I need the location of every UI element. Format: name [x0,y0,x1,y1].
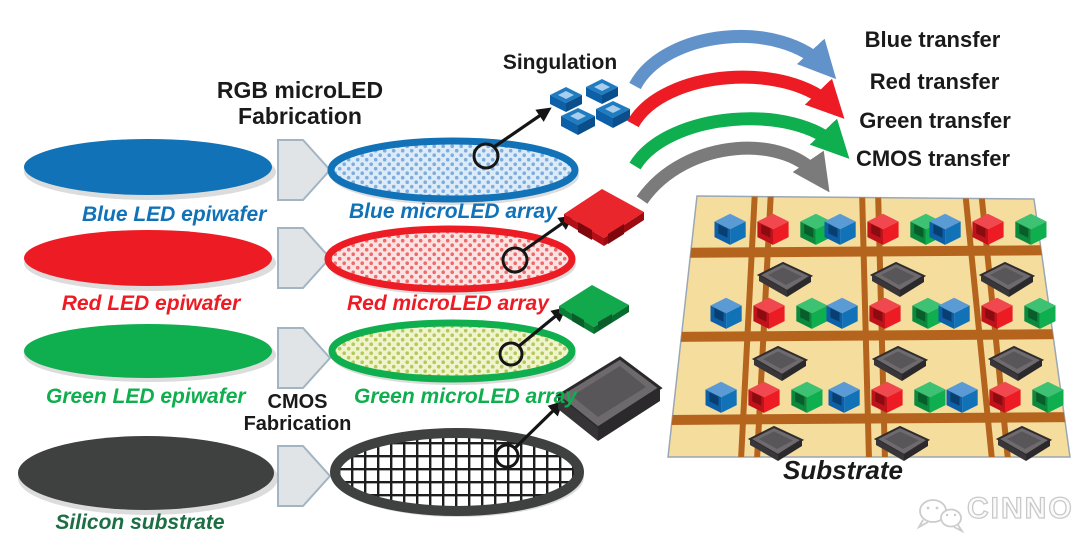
blue-epiwafer [24,139,276,200]
cinno-watermark: CINNO [905,491,1074,526]
green-epiwafer [24,324,276,382]
magnifier-callout-green [498,307,567,367]
red-transfer-arc [627,70,845,128]
blue-microled-array [327,137,579,205]
magnifier-callout-cmos [494,400,564,469]
cmos-silicon-array [330,428,584,517]
cinno-watermark-text: CINNO [966,491,1074,525]
magnifier-callout-red [501,215,574,274]
cmos-fabrication-label: CMOS Fabrication [240,391,355,436]
cmos-transfer-label: CMOS transfer [855,146,1011,171]
magnifier-callout-blue [472,107,552,170]
green-epiwafer-label: Green LED epiwafer [46,385,246,408]
cmos-fabrication-line1: CMOS [267,391,328,413]
silicon-substrate-wafer [18,436,278,515]
red-array-label: Red microLED array [347,292,549,315]
cmos-transfer-arc [636,141,830,204]
substrate-board [667,195,1071,462]
blue-array-label: Blue microLED array [349,200,557,223]
red-epiwafer [24,230,276,291]
rgb-fabrication-label: RGB microLED Fabrication [200,77,400,130]
red-epiwafer-label: Red LED epiwafer [61,292,241,315]
green-array-label: Green microLED array [354,385,577,408]
wechat-icon [916,499,965,534]
green-singulated-chip [559,285,629,334]
blue-transfer-label: Blue transfer [864,27,1001,52]
singulation-label: Singulation [502,51,618,74]
silicon-substrate-label: Silicon substrate [55,511,225,534]
green-microled-array [328,319,576,385]
fabrication-arrow-green [277,327,332,389]
red-transfer-label: Red transfer [869,69,1000,94]
fabrication-arrow-cmos [277,445,332,507]
cmos-singulated-chip [555,356,663,441]
blue-singulated-chips [550,79,630,135]
rgb-fabrication-line2: Fabrication [238,102,362,129]
fabrication-arrow-red [277,227,332,289]
green-transfer-label: Green transfer [859,108,1011,133]
rgb-fabrication-line1: RGB microLED [216,77,384,103]
cmos-fabrication-line2: Fabrication [243,413,352,436]
fabrication-arrow-blue [277,139,332,201]
blue-epiwafer-label: Blue LED epiwafer [82,203,267,226]
green-transfer-arc [629,112,850,170]
red-singulated-chip [564,189,644,246]
substrate-label: Substrate [783,455,903,485]
blue-transfer-arc [629,29,837,90]
